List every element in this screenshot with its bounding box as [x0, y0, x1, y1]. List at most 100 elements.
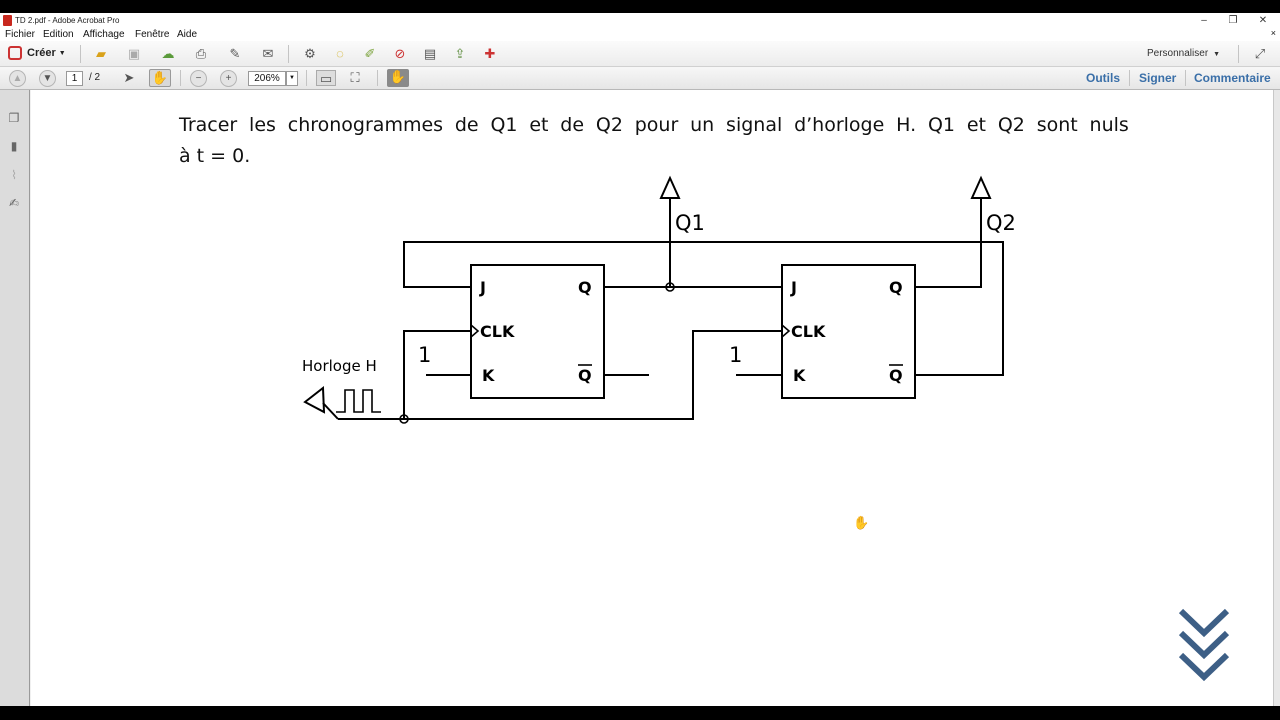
clock-label: Horloge H: [302, 357, 377, 375]
q2-output-wire: [915, 198, 982, 288]
word: sont: [1036, 114, 1078, 136]
cloud-upload-icon[interactable]: ☁: [161, 46, 175, 61]
fit-page-icon[interactable]: ▭: [316, 70, 336, 86]
pdf-file-icon: [3, 15, 12, 26]
customize-label: Personnaliser: [1147, 48, 1209, 59]
ff2-clk-pin-label: CLK: [791, 322, 826, 341]
create-button[interactable]: Créer▼: [8, 46, 66, 62]
window-title: TD 2.pdf - Adobe Acrobat Pro: [15, 16, 120, 25]
toolbar-separator: [80, 45, 81, 63]
ff1-k-pin-label: K: [482, 366, 495, 385]
page-thumbnails-icon[interactable]: ❐: [8, 111, 20, 125]
attachments-icon[interactable]: ⌇: [11, 168, 17, 182]
fullscreen-icon[interactable]: ⛶: [350, 70, 360, 85]
clock-input-arrow: [303, 386, 326, 414]
word: et: [529, 114, 549, 136]
word: Q2: [997, 114, 1025, 136]
acrobat-window: TD 2.pdf - Adobe Acrobat Pro – ❐ ✕ Fichi…: [0, 13, 1280, 706]
q1-output-arrow: [659, 175, 681, 199]
expand-icon[interactable]: ⤢: [1254, 46, 1266, 61]
q2bar-feedback-wire: [403, 241, 1004, 376]
toolbar-separator: [180, 70, 181, 86]
tools-panel-button[interactable]: Outils: [1086, 71, 1121, 85]
menu-bar: Fichier Edition Affichage Fenêtre Aide ×: [0, 28, 1280, 41]
restore-button[interactable]: ❐: [1228, 15, 1238, 26]
chevron-down-icon: ▼: [58, 49, 66, 57]
menu-aide[interactable]: Aide: [177, 29, 198, 40]
hand-cursor-icon: ✋: [853, 515, 870, 530]
customize-button[interactable]: Personnaliser ▼: [1147, 48, 1220, 59]
page-number-input[interactable]: 1: [66, 71, 83, 86]
document-view[interactable]: Tracer les chronogrammes de Q1 et de Q2 …: [31, 90, 1273, 706]
email-icon[interactable]: ✉: [262, 46, 274, 61]
main-toolbar: Créer▼ ▰ ▣ ☁ ⎙ ✎ ✉ ⚙ ◌ ✐ ⊘ ▤ ⇪ ✚ Personn…: [0, 41, 1280, 67]
save-icon[interactable]: ▣: [127, 46, 141, 61]
settings-gear-icon[interactable]: ⚙: [304, 46, 316, 61]
chevron-down-icon: ▼: [1213, 51, 1221, 58]
zoom-dropdown-icon[interactable]: ▼: [286, 71, 298, 86]
close-button[interactable]: ✕: [1258, 15, 1268, 26]
word: de: [560, 114, 585, 136]
redact-icon[interactable]: ⊘: [394, 46, 406, 61]
ff2-j-pin-label: J: [790, 278, 797, 297]
ff1-j-pin-label: J: [479, 278, 486, 297]
hand-tool-icon[interactable]: ✋: [149, 69, 171, 87]
document-icon[interactable]: ▤: [423, 46, 437, 61]
edit-icon[interactable]: ✎: [229, 46, 241, 61]
menu-edition[interactable]: Edition: [43, 29, 74, 40]
minimize-button[interactable]: –: [1201, 15, 1207, 26]
ff1-qbar-pin-label: Q: [578, 366, 592, 385]
word: signal: [726, 114, 783, 136]
clock-wire-ff2: [404, 330, 782, 420]
document-close-button[interactable]: ×: [1270, 28, 1276, 38]
sign-panel-button[interactable]: Signer: [1139, 71, 1177, 85]
word: et: [966, 114, 986, 136]
scroll-down-chevrons-icon[interactable]: [1177, 607, 1231, 683]
select-arrow-icon[interactable]: ➤: [123, 70, 135, 85]
ff2-qbar-pin-label: Q: [889, 366, 903, 385]
zoom-out-icon[interactable]: −: [190, 70, 207, 87]
page-total: / 2: [89, 72, 101, 83]
word: pour: [634, 114, 679, 136]
menu-fenetre[interactable]: Fenêtre: [135, 29, 170, 40]
bookmarks-icon[interactable]: ▮: [10, 139, 18, 153]
statement-line-1: Tracer les chronogrammes de Q1 et de Q2 …: [179, 110, 1129, 141]
export-icon[interactable]: ⇪: [454, 46, 466, 61]
menu-fichier[interactable]: Fichier: [5, 29, 36, 40]
vertical-scrollbar[interactable]: [1273, 90, 1280, 706]
zoom-in-icon[interactable]: +: [220, 70, 237, 87]
certify-icon[interactable]: ✚: [484, 46, 496, 61]
ff2-q-pin-label: Q: [889, 278, 903, 297]
navigation-toolbar: ▲ ▼ 1 / 2 ➤ ✋ − + 206% ▼ ▭ ⛶ ✋ Outils Si…: [0, 67, 1280, 90]
comment-bubble-icon[interactable]: ◌: [336, 46, 344, 61]
statement-line-2: à t = 0.: [179, 145, 251, 167]
read-mode-icon[interactable]: ✋: [387, 69, 409, 87]
word: un: [690, 114, 715, 136]
menu-affichage[interactable]: Affichage: [83, 29, 125, 40]
word: les: [249, 114, 276, 136]
ff1-clk-edge: [470, 324, 480, 338]
clock-junction: [399, 414, 409, 424]
ff2-clk-edge: [781, 324, 791, 338]
q1-junction: [665, 282, 675, 292]
word: de: [454, 114, 479, 136]
zoom-level-input[interactable]: 206%: [248, 71, 286, 86]
word: chronogrammes: [287, 114, 444, 136]
title-bar: TD 2.pdf - Adobe Acrobat Pro – ❐ ✕: [0, 13, 1280, 28]
clock-waveform-symbol: [336, 389, 381, 413]
page-down-icon[interactable]: ▼: [39, 70, 56, 87]
q1-output-label: Q1: [675, 211, 705, 235]
exercise-statement: Tracer les chronogrammes de Q1 et de Q2 …: [179, 110, 1129, 172]
create-label: Créer: [27, 47, 56, 59]
toolbar-separator: [288, 45, 289, 63]
highlight-icon[interactable]: ✐: [364, 46, 376, 61]
comment-panel-button[interactable]: Commentaire: [1194, 71, 1271, 85]
signatures-icon[interactable]: ✍: [8, 196, 20, 210]
clock-input-lead: [322, 402, 339, 420]
q2-output-label: Q2: [986, 211, 1016, 235]
q2-output-arrow: [970, 175, 992, 199]
open-folder-icon[interactable]: ▰: [96, 46, 106, 61]
print-icon[interactable]: ⎙: [195, 46, 207, 61]
page-up-icon[interactable]: ▲: [9, 70, 26, 87]
